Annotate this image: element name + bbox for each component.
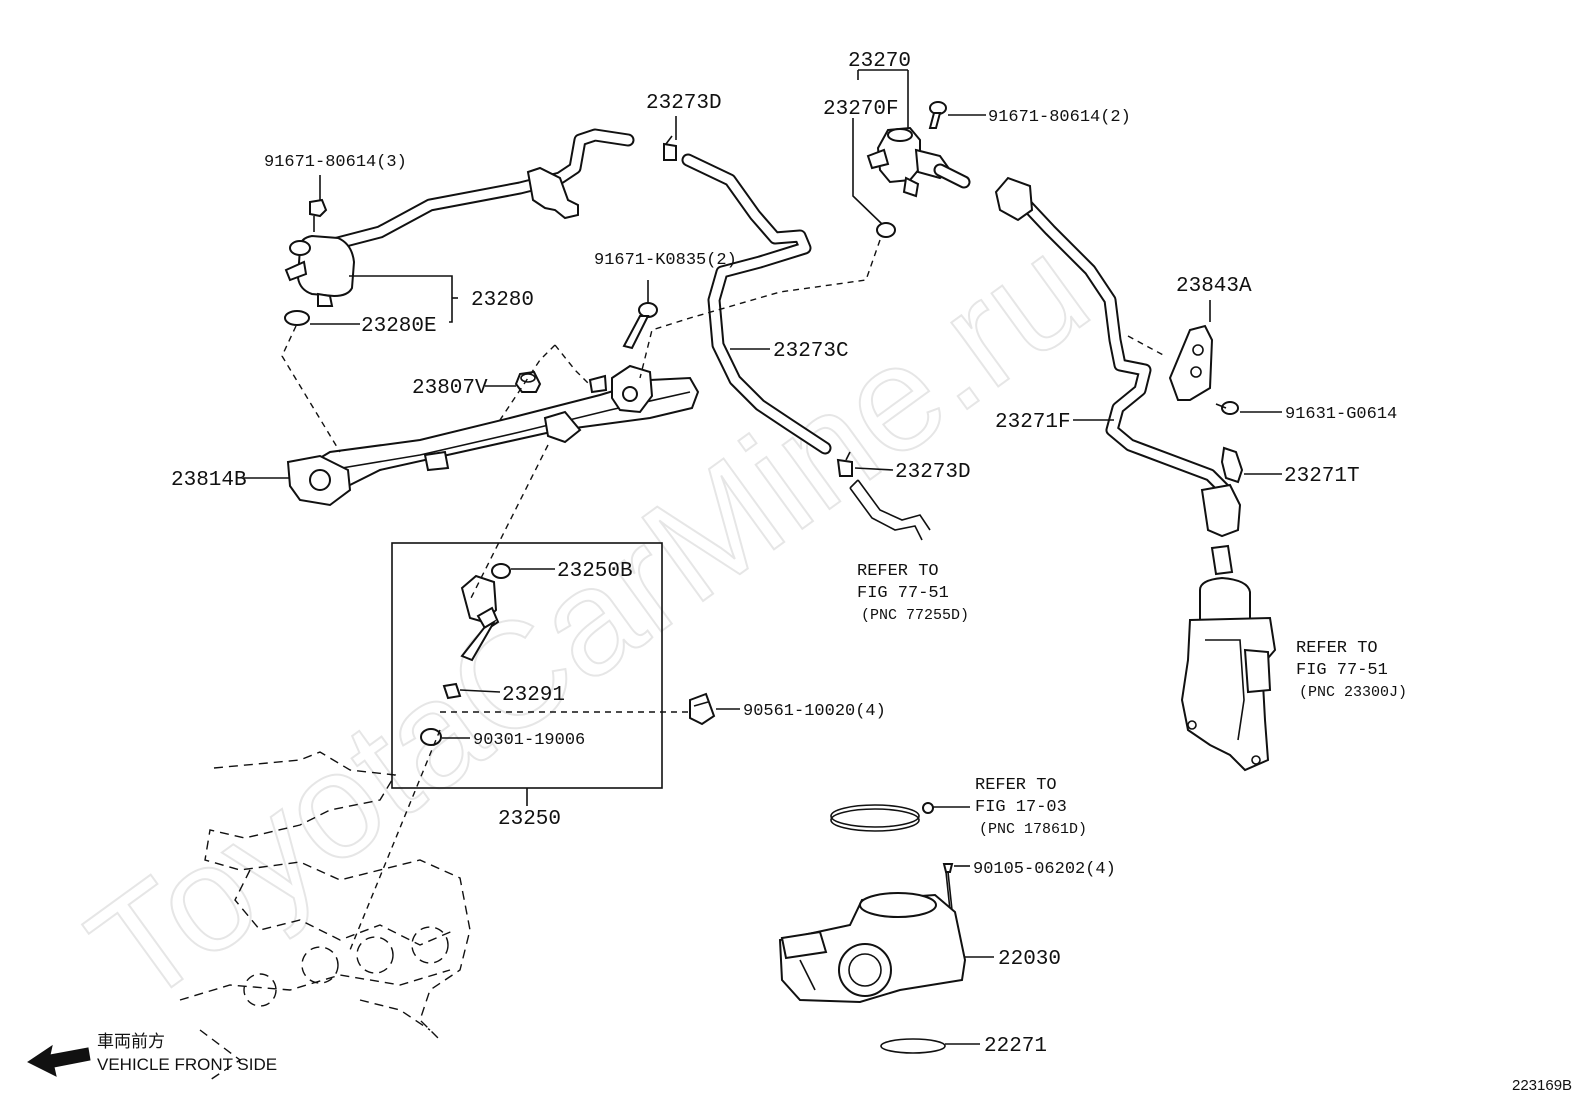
throttle-body-22030[interactable] xyxy=(778,892,967,1004)
label-23273C[interactable]: 23273C xyxy=(773,340,849,363)
refer-note-line3: (PNC 77255D) xyxy=(861,607,969,624)
label-23280E[interactable]: 23280E xyxy=(361,315,437,338)
label-90105-06202-4[interactable]: 90105-06202(4) xyxy=(973,860,1116,879)
fuel-delivery-pipe-23814B[interactable] xyxy=(286,364,700,507)
o-ring-23280E[interactable] xyxy=(284,310,310,326)
refer-note-line3: (PNC 17861D) xyxy=(979,821,1087,838)
bolt-91631-G0614[interactable] xyxy=(1215,401,1239,415)
refer-note-line2: FIG 77-51 xyxy=(1296,661,1388,680)
refer-note-line1: REFER TO xyxy=(1296,639,1378,658)
fuel-hose-lower-end[interactable] xyxy=(849,479,931,541)
air-hose-clamp[interactable] xyxy=(830,802,934,832)
bolt-91671-80614-left[interactable] xyxy=(309,198,328,232)
label-23273D-top[interactable]: 23273D xyxy=(646,92,722,115)
label-23270[interactable]: 23270 xyxy=(848,50,911,73)
fuel-pump-module[interactable] xyxy=(1180,544,1277,772)
fuel-pipe-23280[interactable] xyxy=(284,128,635,307)
refer-note-23300J[interactable]: REFER TO FIG 77-51 (PNC 23300J) xyxy=(1296,639,1407,701)
refer-note-line1: REFER TO xyxy=(975,776,1057,795)
label-23271T[interactable]: 23271T xyxy=(1284,465,1360,488)
seal-90561-10020[interactable] xyxy=(689,692,716,726)
front-side-label-en: VEHICLE FRONT SIDE xyxy=(97,1055,277,1074)
assembly-guide-lines xyxy=(281,239,1166,951)
o-ring-90301-19006[interactable] xyxy=(420,728,442,746)
insulator-23291[interactable] xyxy=(442,682,462,700)
label-23814B[interactable]: 23814B xyxy=(171,469,247,492)
label-23280[interactable]: 23280 xyxy=(471,289,534,312)
label-90301-19006[interactable]: 90301-19006 xyxy=(473,731,585,750)
label-23250B[interactable]: 23250B xyxy=(557,560,633,583)
o-ring-23250B[interactable] xyxy=(491,563,511,579)
bracket-23843A[interactable] xyxy=(1168,324,1214,401)
left-arrow-icon xyxy=(27,1044,91,1077)
label-91671-80614-2[interactable]: 91671-80614(2) xyxy=(988,108,1131,127)
label-90561-10020-4[interactable]: 90561-10020(4) xyxy=(743,702,886,721)
pressure-regulator-23270[interactable] xyxy=(866,126,971,198)
refer-note-line2: FIG 77-51 xyxy=(857,584,949,603)
label-91671-80614-3[interactable]: 91671-80614(3) xyxy=(264,153,407,172)
label-23270F[interactable]: 23270F xyxy=(823,98,899,121)
label-23273D-mid[interactable]: 23273D xyxy=(895,461,971,484)
clip-23271T[interactable] xyxy=(1220,446,1244,484)
label-23250[interactable]: 23250 xyxy=(498,808,561,831)
figure-code: 223169B xyxy=(1512,1077,1572,1094)
fuel-tube-23271F[interactable] xyxy=(994,176,1242,538)
fuel-hose-23273C[interactable] xyxy=(681,153,832,455)
refer-note-line1: REFER TO xyxy=(857,562,939,581)
refer-note-77255D[interactable]: REFER TO FIG 77-51 (PNC 77255D) xyxy=(857,562,969,624)
part-labels: 23270 23270F 23273D 91671-80614(3) 91671… xyxy=(171,50,1397,1058)
label-22271[interactable]: 22271 xyxy=(984,1035,1047,1058)
o-ring-23270F[interactable] xyxy=(876,222,896,238)
leader-lines xyxy=(243,69,1282,1045)
bolt-91671-80614-right[interactable] xyxy=(928,101,947,129)
label-23291[interactable]: 23291 xyxy=(502,684,565,707)
refer-note-line3: (PNC 23300J) xyxy=(1299,684,1407,701)
engine-block-outline xyxy=(179,751,471,1081)
front-side-label-jp: 車両前方 xyxy=(97,1032,165,1051)
clamp-23273D-top[interactable] xyxy=(663,135,677,161)
label-23843A[interactable]: 23843A xyxy=(1176,275,1252,298)
fuel-injector[interactable] xyxy=(460,574,500,662)
refer-note-17861D[interactable]: REFER TO FIG 17-03 (PNC 17861D) xyxy=(975,776,1087,838)
vehicle-front-indicator: 車両前方 VEHICLE FRONT SIDE xyxy=(27,1032,277,1077)
label-23271F[interactable]: 23271F xyxy=(995,411,1071,434)
bolt-91671-K0835[interactable] xyxy=(622,302,658,350)
label-22030[interactable]: 22030 xyxy=(998,948,1061,971)
refer-note-line2: FIG 17-03 xyxy=(975,798,1067,817)
label-91631-G0614[interactable]: 91631-G0614 xyxy=(1285,405,1397,424)
gasket-22271[interactable] xyxy=(880,1038,946,1054)
clamp-23273D-mid[interactable] xyxy=(836,451,853,477)
grommet-23807V[interactable] xyxy=(514,370,542,393)
label-91671-K0835-2[interactable]: 91671-K0835(2) xyxy=(594,251,737,270)
label-23807V[interactable]: 23807V xyxy=(412,377,488,400)
